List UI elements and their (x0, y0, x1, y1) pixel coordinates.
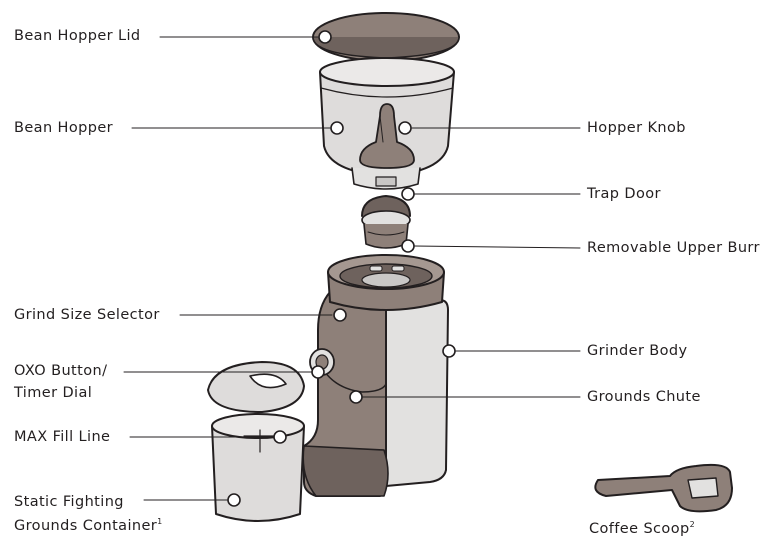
label-grounds-chute: Grounds Chute (587, 389, 701, 405)
hopper-knob (359, 103, 415, 169)
marker-max-fill-line (273, 430, 287, 444)
label-static-container-text: Grounds Container (14, 517, 158, 534)
label-bean-hopper-lid: Bean Hopper Lid (14, 28, 141, 44)
label-oxo-button-line1: OXO Button/ (14, 363, 108, 379)
label-removable-upper-burr: Removable Upper Burr (587, 240, 760, 256)
label-oxo-button-line2: Timer Dial (14, 385, 93, 401)
marker-grinder-body (442, 344, 456, 358)
marker-hopper-knob (398, 121, 412, 135)
bean-hopper-lid (312, 12, 460, 62)
label-coffee-scoop: Coffee Scoop2 (589, 514, 695, 540)
label-trap-door: Trap Door (587, 186, 661, 202)
label-static-container-line2: Grounds Container1 (14, 511, 162, 537)
marker-grind-size-selector (333, 308, 347, 322)
marker-trap-door (401, 187, 415, 201)
leader-line (413, 245, 581, 249)
label-grind-size-selector: Grind Size Selector (14, 307, 160, 323)
marker-bean-hopper-lid (318, 30, 332, 44)
label-max-fill-line: MAX Fill Line (14, 429, 111, 445)
marker-removable-upper-burr (401, 239, 415, 253)
footnote-marker-1: 1 (157, 517, 163, 526)
label-coffee-scoop-text: Coffee Scoop (589, 520, 690, 537)
callout-markers (227, 30, 456, 507)
marker-grounds-chute (349, 390, 363, 404)
grounds-container (211, 413, 305, 522)
label-static-container-line1: Static Fighting (14, 494, 124, 510)
label-hopper-knob: Hopper Knob (587, 120, 686, 136)
label-bean-hopper: Bean Hopper (14, 120, 114, 136)
removable-upper-burr (361, 195, 411, 249)
marker-bean-hopper (330, 121, 344, 135)
marker-oxo-button (311, 365, 325, 379)
marker-grounds-container (227, 493, 241, 507)
footnote-marker-2: 2 (689, 520, 695, 529)
coffee-scoop (594, 463, 733, 513)
label-grinder-body: Grinder Body (587, 343, 688, 359)
grinder-body (302, 254, 449, 497)
leader-lines (123, 36, 581, 501)
container-lid (207, 361, 305, 413)
